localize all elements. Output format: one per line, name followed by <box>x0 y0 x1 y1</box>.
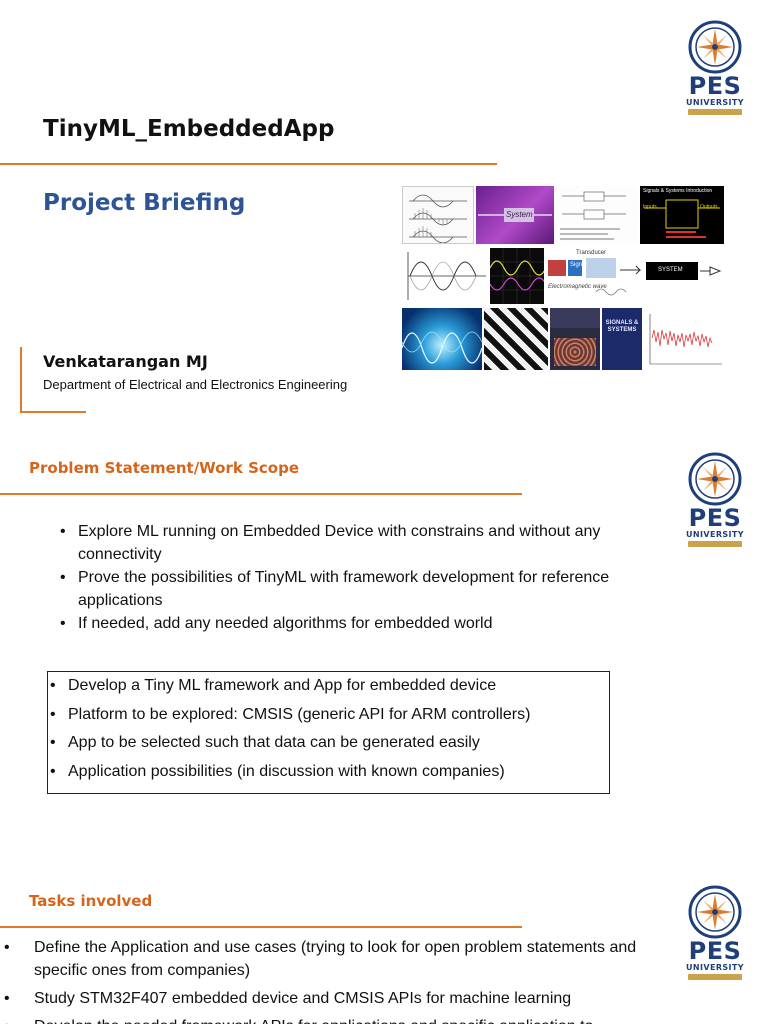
logo-sub: UNIVERSITY <box>686 98 744 107</box>
stripes-image <box>484 308 548 370</box>
book-title: SIGNALS & SYSTEMS <box>605 320 639 333</box>
sine-wave-image <box>402 248 488 304</box>
compass-icon <box>688 452 742 506</box>
pes-logo: PES UNIVERSITY <box>682 885 748 980</box>
logo-name: PES <box>688 937 742 965</box>
list-item: Platform to be explored: CMSIS (generic … <box>48 701 604 730</box>
transducer-label: Transducer <box>576 250 607 256</box>
scope-box: Develop a Tiny ML framework and App for … <box>47 671 610 794</box>
box-list: Develop a Tiny ML framework and App for … <box>48 672 604 786</box>
list-item: Develop a Tiny ML framework and App for … <box>48 672 604 701</box>
logo-name: PES <box>688 72 742 100</box>
list-item: Develop the needed framework APIs for ap… <box>0 1015 672 1024</box>
slide-main-title: TinyML_EmbeddedApp <box>43 116 335 142</box>
list-item: Explore ML running on Embedded Device wi… <box>56 520 636 566</box>
list-item: Study STM32F407 embedded device and CMSI… <box>0 987 672 1010</box>
logo-bar <box>688 109 742 115</box>
list-item: App to be selected such that data can be… <box>48 729 604 758</box>
author-name: Venkatarangan MJ <box>43 352 208 371</box>
heading-underline <box>0 926 522 928</box>
list-item: Application possibilities (in discussion… <box>48 758 604 787</box>
list-item: Prove the possibilities of TinyML with f… <box>56 566 636 612</box>
book-cover-image <box>550 308 600 370</box>
heading-underline <box>0 493 522 495</box>
author-bar-horizontal <box>20 411 86 413</box>
tasks-list: Define the Application and use cases (tr… <box>0 936 672 1024</box>
logo-sub: UNIVERSITY <box>686 963 744 972</box>
section-heading: Tasks involved <box>29 892 153 910</box>
subtitle: Project Briefing <box>43 190 246 216</box>
signals-collage: System Signals & Systems Introduction In… <box>402 186 724 370</box>
outputs-label: Outputs <box>700 204 718 210</box>
oscilloscope-image <box>490 248 544 304</box>
slide-title: PES UNIVERSITY TinyML_EmbeddedApp Projec… <box>0 0 768 430</box>
slide-problem-statement: PES UNIVERSITY Problem Statement/Work Sc… <box>0 430 768 850</box>
slide-tasks: PES UNIVERSITY Tasks involved Define the… <box>0 855 768 1024</box>
noise-plot-image <box>644 308 724 370</box>
intro-label: Signals & Systems Introduction <box>643 188 713 194</box>
sampled-signal-image <box>402 186 474 244</box>
signals-book-image: SIGNALS & SYSTEMS <box>602 308 642 370</box>
system-image: System <box>476 186 554 244</box>
system-block-label: SYSTEM <box>658 267 683 273</box>
block-diagram-image <box>556 186 638 244</box>
signals-intro-image: Signals & Systems Introduction Inputs Ou… <box>640 186 724 244</box>
list-item: If needed, add any needed algorithms for… <box>56 612 636 635</box>
section-heading: Problem Statement/Work Scope <box>29 459 299 477</box>
compass-icon <box>688 20 742 74</box>
waves-image <box>402 308 482 370</box>
list-item: Define the Application and use cases (tr… <box>0 936 672 982</box>
pes-logo: PES UNIVERSITY <box>682 20 748 115</box>
signal-label: Signal <box>570 262 587 268</box>
logo-bar <box>688 974 742 980</box>
em-wave-label: Electromagnetic wave <box>548 284 607 290</box>
title-underline <box>0 163 497 165</box>
pes-logo: PES UNIVERSITY <box>682 452 748 547</box>
logo-bar <box>688 541 742 547</box>
scope-list: Explore ML running on Embedded Device wi… <box>56 520 636 635</box>
logo-sub: UNIVERSITY <box>686 530 744 539</box>
compass-icon <box>688 885 742 939</box>
system-label: System <box>506 210 533 219</box>
author-bar-vertical <box>20 347 22 413</box>
logo-name: PES <box>688 504 742 532</box>
department: Department of Electrical and Electronics… <box>43 377 348 392</box>
transducer-image: Transducer Signal SYSTEM Electromagnetic… <box>546 248 724 304</box>
inputs-label: Inputs <box>643 204 657 210</box>
